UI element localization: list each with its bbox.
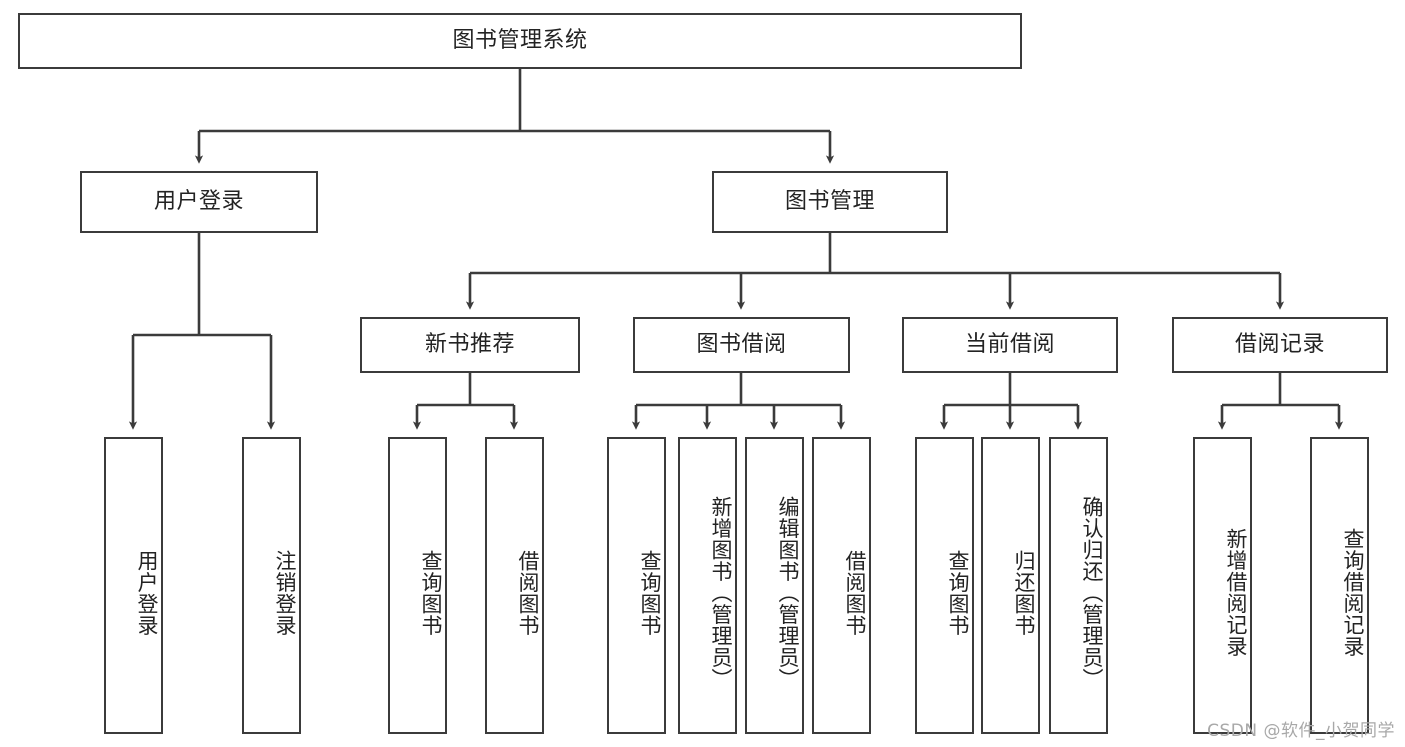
node-leaf-query-book-1[interactable]: 查询图书	[388, 437, 447, 734]
node-leaf-confirm-return-label: 确认归还（管理员）	[1080, 495, 1104, 690]
node-book-borrow-label: 图书借阅	[696, 331, 787, 357]
node-leaf-logout[interactable]: 注销登录	[242, 437, 301, 734]
node-leaf-query-book-2[interactable]: 查询图书	[607, 437, 666, 734]
node-user-login[interactable]: 用户登录	[80, 171, 318, 233]
node-leaf-add-book[interactable]: 新增图书（管理员）	[678, 437, 737, 734]
node-leaf-query-record[interactable]: 查询借阅记录	[1310, 437, 1369, 734]
node-leaf-add-book-label: 新增图书（管理员）	[709, 495, 733, 690]
node-new-book-rec[interactable]: 新书推荐	[360, 317, 580, 373]
node-book-manage-label: 图书管理	[784, 188, 875, 214]
node-book-borrow[interactable]: 图书借阅	[633, 317, 850, 373]
node-leaf-query-book-3-label: 查询图书	[946, 549, 970, 636]
node-book-manage[interactable]: 图书管理	[712, 171, 948, 233]
node-leaf-logout-label: 注销登录	[273, 549, 297, 636]
node-user-login-label: 用户登录	[153, 188, 244, 214]
node-leaf-edit-book[interactable]: 编辑图书（管理员）	[745, 437, 804, 734]
node-leaf-query-record-label: 查询借阅记录	[1341, 528, 1365, 657]
node-new-book-rec-label: 新书推荐	[424, 331, 515, 357]
node-leaf-user-login[interactable]: 用户登录	[104, 437, 163, 734]
node-leaf-borrow-book-1-label: 借阅图书	[516, 549, 540, 636]
node-leaf-confirm-return[interactable]: 确认归还（管理员）	[1049, 437, 1108, 734]
node-leaf-user-login-label: 用户登录	[135, 549, 159, 636]
node-current-borrow[interactable]: 当前借阅	[902, 317, 1118, 373]
node-leaf-return-book[interactable]: 归还图书	[981, 437, 1040, 734]
node-leaf-borrow-book-2[interactable]: 借阅图书	[812, 437, 871, 734]
node-leaf-borrow-book-1[interactable]: 借阅图书	[485, 437, 544, 734]
node-leaf-edit-book-label: 编辑图书（管理员）	[776, 495, 800, 690]
node-leaf-query-book-1-label: 查询图书	[419, 549, 443, 636]
node-leaf-query-book-3[interactable]: 查询图书	[915, 437, 974, 734]
node-leaf-add-record[interactable]: 新增借阅记录	[1193, 437, 1252, 734]
node-leaf-add-record-label: 新增借阅记录	[1224, 528, 1248, 657]
node-current-borrow-label: 当前借阅	[964, 331, 1055, 357]
node-borrow-record[interactable]: 借阅记录	[1172, 317, 1388, 373]
node-leaf-borrow-book-2-label: 借阅图书	[843, 549, 867, 636]
node-leaf-return-book-label: 归还图书	[1012, 549, 1036, 636]
node-leaf-query-book-2-label: 查询图书	[638, 549, 662, 636]
node-root[interactable]: 图书管理系统	[18, 13, 1022, 69]
node-borrow-record-label: 借阅记录	[1234, 331, 1325, 357]
node-root-label: 图书管理系统	[452, 27, 588, 53]
